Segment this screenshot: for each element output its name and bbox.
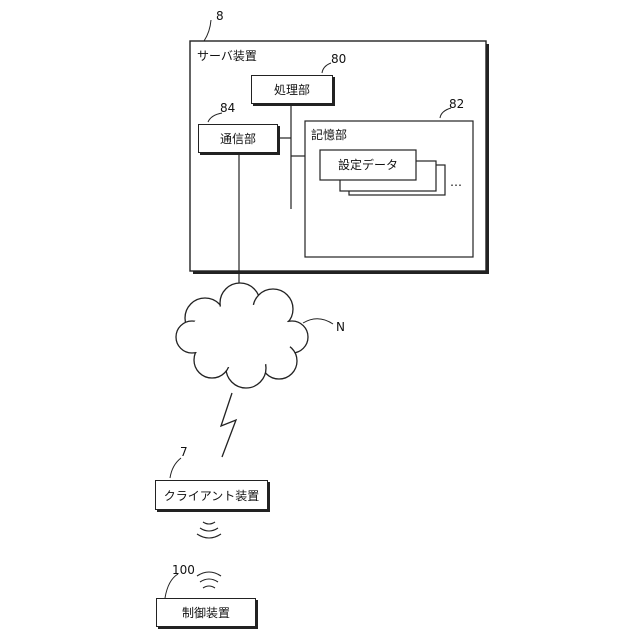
client-label: クライアント装置 xyxy=(164,487,260,504)
server-label: サーバ装置 xyxy=(197,50,257,62)
wireless-bolt xyxy=(221,393,236,457)
settings-more: … xyxy=(450,176,462,188)
client-box: クライアント装置 xyxy=(155,480,268,510)
communication-box: 通信部 xyxy=(198,124,278,153)
controller-label: 制御装置 xyxy=(182,604,230,621)
leader-100 xyxy=(165,574,178,598)
client-ref: 7 xyxy=(180,446,188,458)
settings-data-label: 設定データ xyxy=(320,150,416,180)
wireless-signal-icon xyxy=(197,522,221,588)
processing-box: 処理部 xyxy=(251,75,333,104)
network-cloud-fill xyxy=(189,304,293,368)
communication-ref: 84 xyxy=(220,102,235,114)
leader-7 xyxy=(170,458,181,478)
processing-label: 処理部 xyxy=(274,81,310,98)
communication-label: 通信部 xyxy=(220,130,256,147)
controller-box: 制御装置 xyxy=(156,598,256,627)
storage-ref: 82 xyxy=(449,98,464,110)
leader-8 xyxy=(204,20,211,41)
leader-n xyxy=(303,319,333,324)
settings-data-text: 設定データ xyxy=(338,159,398,171)
storage-label: 記憶部 xyxy=(311,129,347,141)
processing-ref: 80 xyxy=(331,53,346,65)
server-ref: 8 xyxy=(216,10,224,22)
network-ref: N xyxy=(336,321,345,333)
controller-ref: 100 xyxy=(172,564,195,576)
